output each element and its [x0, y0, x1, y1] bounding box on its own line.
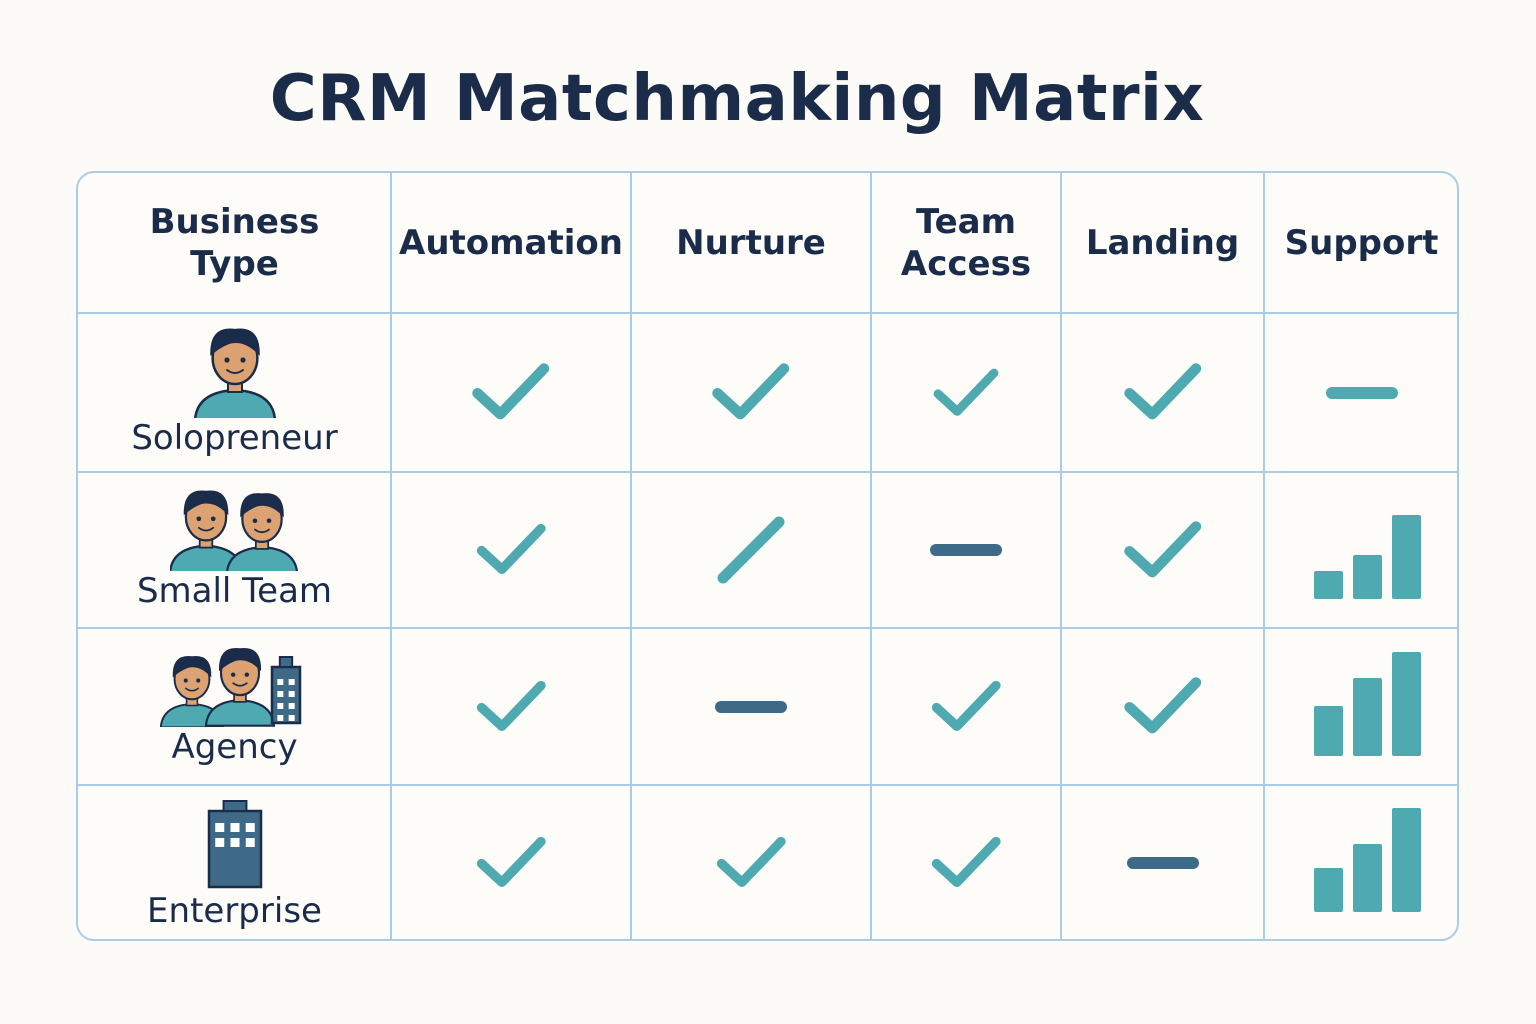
check-icon: [708, 359, 794, 426]
header-label-support: Support: [1284, 223, 1439, 263]
header-nurture: Nurture: [631, 173, 871, 313]
header-label-automation: Automation: [399, 223, 623, 263]
check-icon: [1120, 359, 1206, 426]
dash-icon: [711, 697, 791, 717]
row-label-agency: Agency: [171, 726, 298, 767]
row-agency: Agency: [78, 628, 391, 785]
cell-enterprise-landing: [1061, 785, 1264, 939]
cell-small-team-landing: [1061, 472, 1264, 628]
grid-divider-vertical: [390, 173, 392, 939]
header-support: Support: [1264, 173, 1457, 313]
cell-enterprise-support: [1264, 785, 1457, 939]
check-icon: [468, 359, 554, 426]
check-icon: [473, 833, 550, 893]
header-landing: Landing: [1061, 173, 1264, 313]
dash-icon: [1123, 853, 1203, 873]
check-icon: [928, 833, 1005, 893]
grid-divider-vertical: [1263, 173, 1265, 939]
person-icon: [185, 328, 285, 418]
cell-solopreneur-landing: [1061, 313, 1264, 472]
row-label-small-team: Small Team: [136, 571, 333, 611]
row-small-team: Small Team: [78, 472, 391, 628]
cell-agency-support: [1264, 628, 1457, 785]
cell-enterprise-automation: [391, 785, 631, 939]
cell-agency-landing: [1061, 628, 1264, 785]
cell-solopreneur-team-access: [871, 313, 1061, 472]
grid-divider-vertical: [630, 173, 632, 939]
header-label-team-access: Team Access: [900, 202, 1032, 284]
header-label-landing: Landing: [1085, 223, 1240, 263]
cell-agency-team-access: [871, 628, 1061, 785]
team-building-icon: [159, 647, 310, 727]
check-icon: [1120, 673, 1206, 740]
grid-divider-vertical: [870, 173, 872, 939]
header-business-type: Business Type: [78, 173, 391, 313]
row-label-enterprise: Enterprise: [147, 891, 322, 931]
cell-agency-automation: [391, 628, 631, 785]
check-icon: [473, 520, 550, 580]
grid-divider-vertical: [1060, 173, 1062, 939]
cell-solopreneur-support: [1264, 313, 1457, 472]
grid-divider-horizontal: [78, 471, 1457, 473]
row-solopreneur: Solopreneur: [78, 313, 391, 472]
check-icon: [473, 677, 550, 737]
header-label-nurture: Nurture: [676, 223, 826, 263]
page-title: CRM Matchmaking Matrix: [269, 62, 1205, 136]
cell-agency-nurture: [631, 628, 871, 785]
check-icon: [928, 677, 1005, 737]
two-people-icon: [169, 489, 300, 571]
grid-divider-horizontal: [78, 312, 1457, 314]
check-icon: [1120, 517, 1206, 584]
bar-level-large-icon: [1302, 808, 1422, 918]
dash-icon: [1322, 383, 1402, 403]
header-team-access: Team Access: [871, 173, 1061, 313]
grid-divider-horizontal: [78, 627, 1457, 629]
crm-matrix: Business Type Automation Nurture Team Acces…: [76, 171, 1459, 941]
row-label-solopreneur: Solopreneur: [131, 417, 338, 458]
cell-small-team-nurture: [631, 472, 871, 628]
cell-small-team-team-access: [871, 472, 1061, 628]
office-building-icon: [200, 795, 270, 891]
check-icon: [713, 833, 790, 893]
bar-level-medium-icon: [1302, 651, 1422, 762]
cell-solopreneur-automation: [391, 313, 631, 472]
cell-solopreneur-nurture: [631, 313, 871, 472]
cell-small-team-automation: [391, 472, 631, 628]
header-label-business-type: Business Type: [149, 202, 320, 284]
cell-small-team-support: [1264, 472, 1457, 628]
cell-enterprise-team-access: [871, 785, 1061, 939]
grid-divider-horizontal: [78, 784, 1457, 786]
check-icon: [930, 365, 1002, 421]
dash-icon: [926, 540, 1006, 560]
cell-enterprise-nurture: [631, 785, 871, 939]
bar-level-small-icon: [1302, 495, 1422, 605]
row-enterprise: Enterprise: [78, 785, 391, 939]
header-automation: Automation: [391, 173, 631, 313]
partial-check-icon: [711, 510, 791, 590]
